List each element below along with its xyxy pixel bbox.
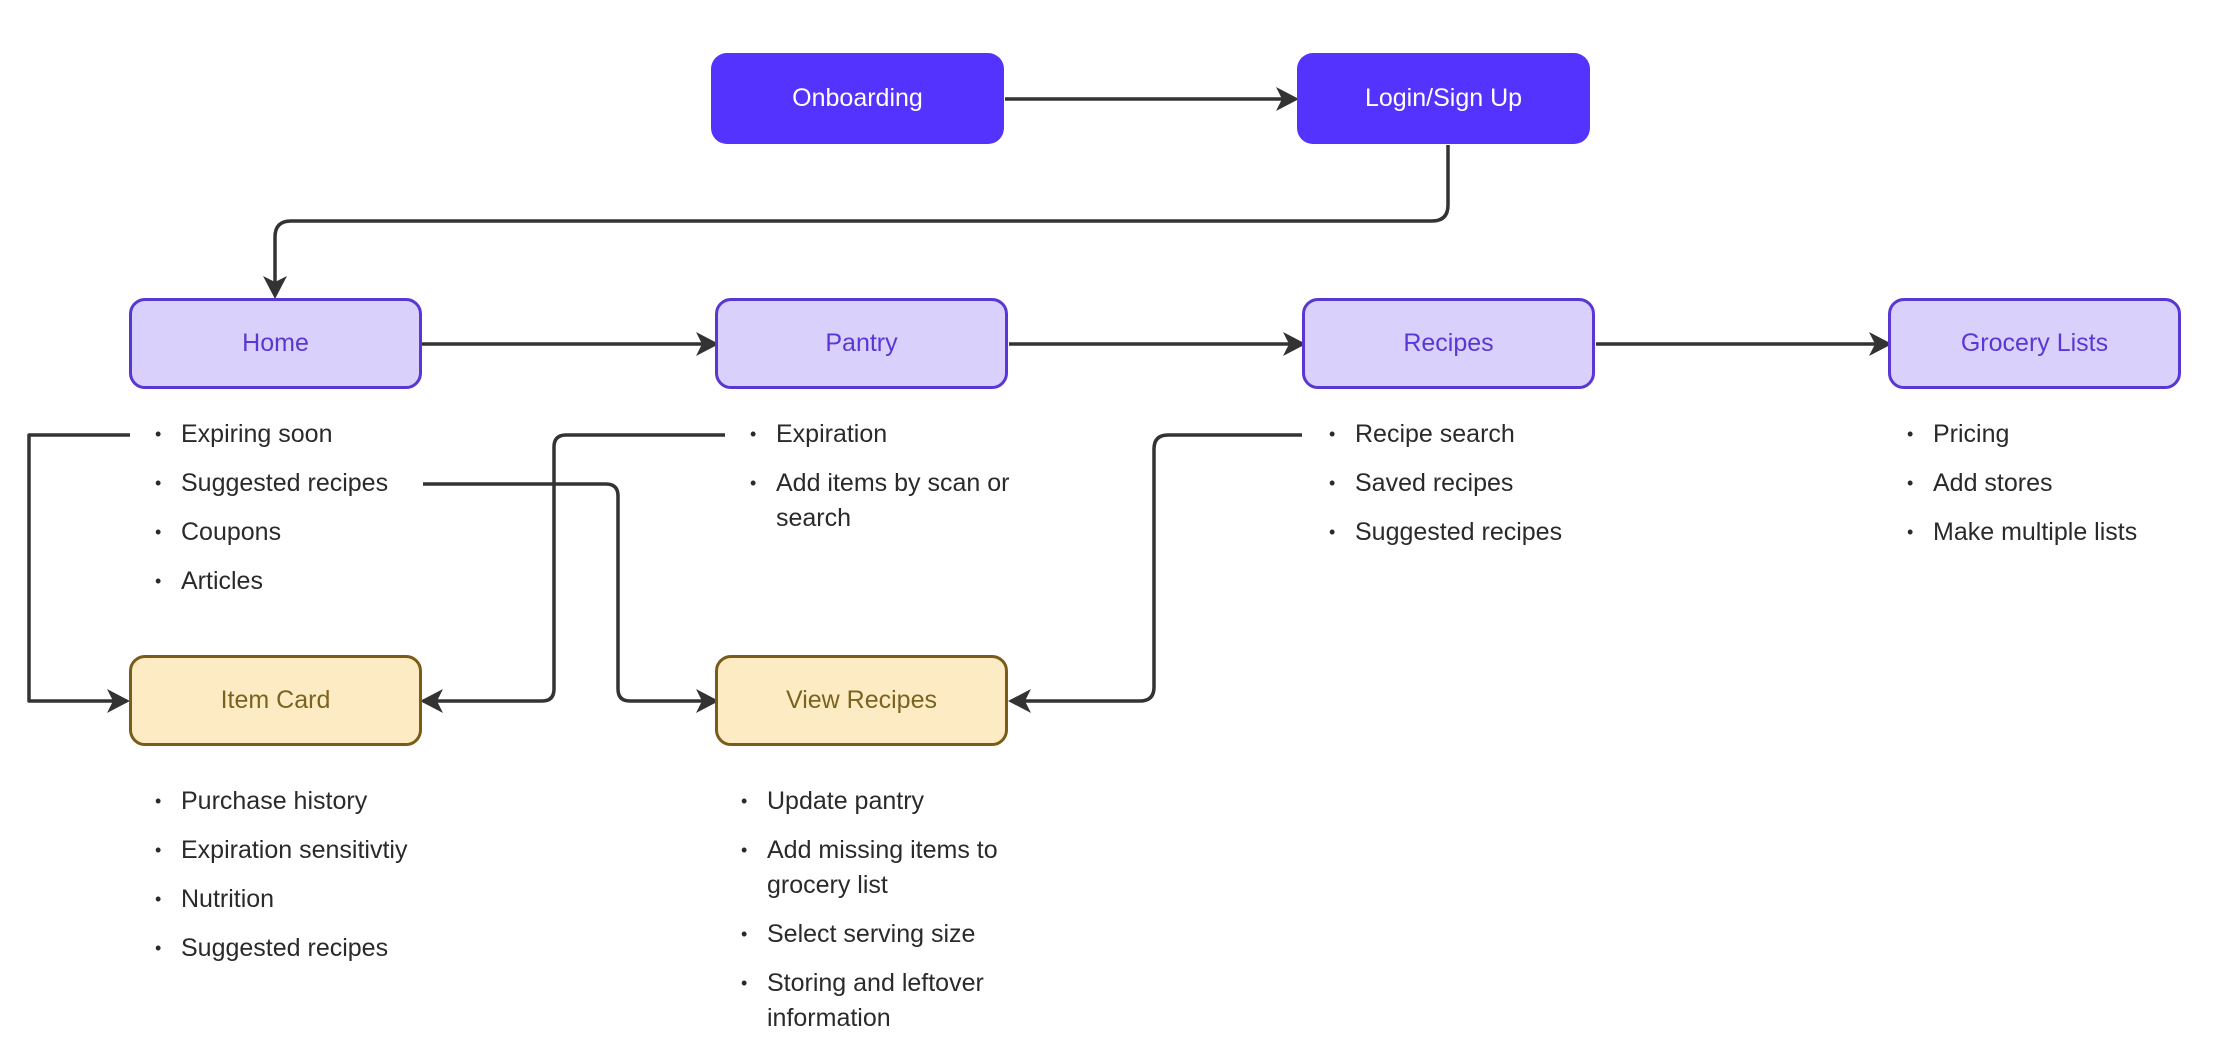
node-onboarding-label: Onboarding bbox=[792, 84, 923, 112]
node-login[interactable]: Login/Sign Up bbox=[1297, 53, 1590, 144]
view-recipes-feature-item: Add missing items to grocery list bbox=[741, 833, 1021, 903]
arrowhead-pantry bbox=[696, 332, 719, 356]
node-grocery-lists[interactable]: Grocery Lists bbox=[1888, 298, 2181, 389]
node-recipes[interactable]: Recipes bbox=[1302, 298, 1595, 389]
pantry-feature-item: Expiration bbox=[750, 417, 1020, 452]
recipes-feature-list: Recipe search Saved recipes Suggested re… bbox=[1329, 417, 1629, 564]
recipes-feature-item: Suggested recipes bbox=[1329, 515, 1629, 550]
node-login-label: Login/Sign Up bbox=[1364, 84, 1523, 112]
home-feature-item: Suggested recipes bbox=[155, 466, 455, 501]
home-feature-item: Expiring soon bbox=[155, 417, 455, 452]
grocery-feature-item: Make multiple lists bbox=[1907, 515, 2207, 550]
view-recipes-feature-list: Update pantry Add missing items to groce… bbox=[741, 784, 1021, 1050]
edge-login-to-home bbox=[273, 145, 1450, 293]
edge-recipe-search-to-view-recipes bbox=[1011, 433, 1302, 703]
view-recipes-feature-item: Storing and leftover information bbox=[741, 966, 1021, 1036]
item-card-feature-item: Expiration sensitivtiy bbox=[155, 833, 475, 868]
item-card-feature-item: Purchase history bbox=[155, 784, 475, 819]
edge-expiring-to-item-card bbox=[27, 433, 130, 703]
edge-expiration-to-item-card bbox=[423, 433, 725, 703]
arrowhead-item-card-left bbox=[107, 689, 130, 713]
view-recipes-feature-item: Update pantry bbox=[741, 784, 1021, 819]
node-home[interactable]: Home bbox=[129, 298, 422, 389]
node-grocery-lists-label: Grocery Lists bbox=[1960, 329, 2109, 357]
item-card-feature-list: Purchase history Expiration sensitivtiy … bbox=[155, 784, 475, 980]
node-item-card-label: Item Card bbox=[220, 686, 331, 714]
home-feature-item: Coupons bbox=[155, 515, 455, 550]
node-pantry[interactable]: Pantry bbox=[715, 298, 1008, 389]
node-item-card[interactable]: Item Card bbox=[129, 655, 422, 746]
grocery-feature-item: Pricing bbox=[1907, 417, 2207, 452]
node-pantry-label: Pantry bbox=[825, 329, 898, 357]
edge-suggested-to-view-recipes bbox=[423, 482, 715, 703]
arrowhead-login bbox=[1276, 87, 1299, 111]
recipes-feature-item: Recipe search bbox=[1329, 417, 1629, 452]
item-card-feature-item: Nutrition bbox=[155, 882, 475, 917]
arrowhead-item-card-right bbox=[420, 689, 443, 713]
item-card-feature-item: Suggested recipes bbox=[155, 931, 475, 966]
grocery-feature-item: Add stores bbox=[1907, 466, 2207, 501]
arrowhead-view-recipes-left bbox=[696, 689, 719, 713]
node-recipes-label: Recipes bbox=[1403, 329, 1494, 357]
pantry-feature-item: Add items by scan or search bbox=[750, 466, 1020, 536]
node-onboarding[interactable]: Onboarding bbox=[711, 53, 1004, 144]
grocery-feature-list: Pricing Add stores Make multiple lists bbox=[1907, 417, 2207, 564]
node-view-recipes[interactable]: View Recipes bbox=[715, 655, 1008, 746]
view-recipes-feature-item: Select serving size bbox=[741, 917, 1021, 952]
home-feature-list: Expiring soon Suggested recipes Coupons … bbox=[155, 417, 455, 613]
home-feature-item: Articles bbox=[155, 564, 455, 599]
recipes-feature-item: Saved recipes bbox=[1329, 466, 1629, 501]
arrowhead-recipes bbox=[1283, 332, 1306, 356]
arrowhead-view-recipes-right bbox=[1008, 689, 1031, 713]
pantry-feature-list: Expiration Add items by scan or search bbox=[750, 417, 1020, 550]
arrowhead-home bbox=[263, 276, 287, 299]
arrowhead-grocery bbox=[1869, 332, 1892, 356]
node-home-label: Home bbox=[242, 329, 309, 357]
node-view-recipes-label: View Recipes bbox=[785, 686, 937, 714]
